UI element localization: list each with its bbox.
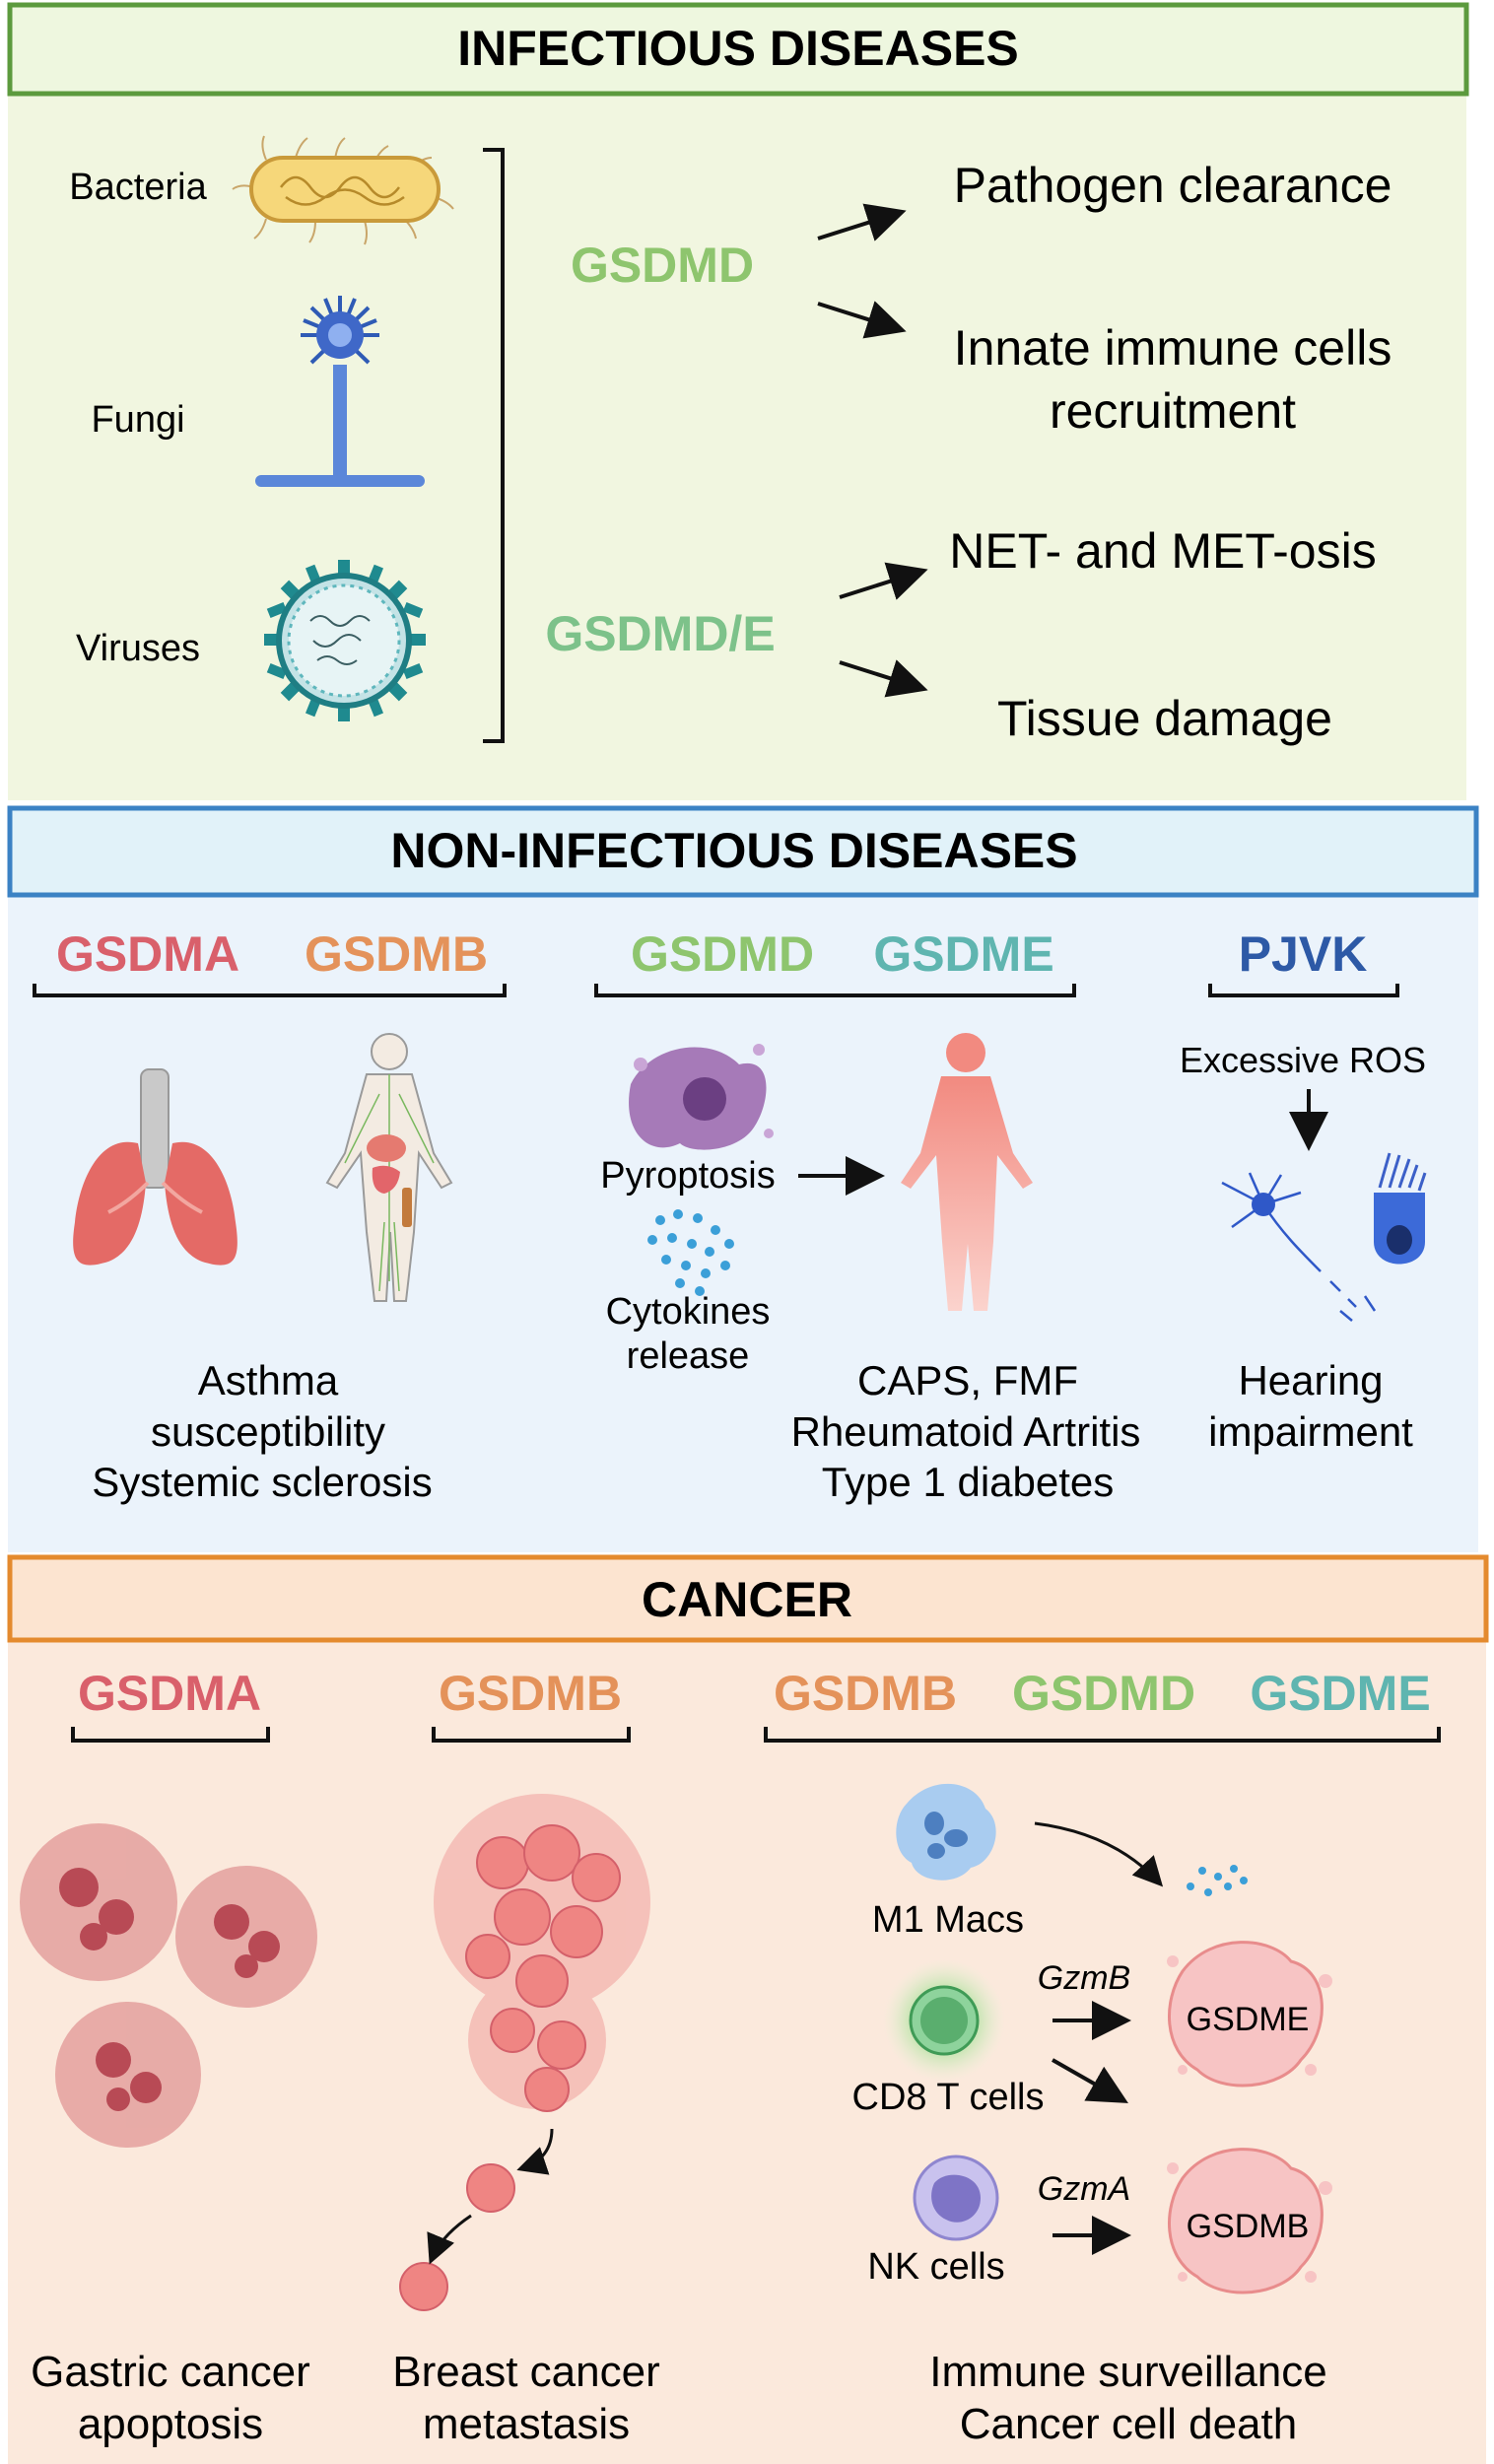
ni-left-line1: Asthma [198, 1357, 339, 1403]
cancer-col1-bracket [71, 1727, 270, 1743]
ni-middle-line1: CAPS, FMF [857, 1357, 1078, 1403]
neuron-icon [1221, 1172, 1377, 1322]
cytokines-line1: Cytokines [606, 1291, 771, 1333]
gzma-label: GzmA [1038, 2170, 1130, 2208]
ni-pjvk: PJVK [1239, 926, 1368, 982]
human-body-icon [901, 1033, 1033, 1311]
ni-left-line3: Systemic sclerosis [92, 1459, 432, 1505]
cancer-gsdma: GSDMA [78, 1666, 261, 1721]
fungi-label: Fungi [91, 399, 184, 441]
gsdmd-label: GSDMD [571, 238, 754, 293]
bacteria-label: Bacteria [69, 167, 207, 208]
pyroptosis-label: Pyroptosis [600, 1155, 775, 1197]
ni-middle-line3: Type 1 diabetes [822, 1459, 1115, 1505]
viruses-label: Viruses [76, 628, 200, 669]
hair-cell-icon [1374, 1152, 1427, 1265]
ni-gsdmd: GSDMD [631, 926, 814, 982]
cancer-col2-line1: Breast cancer [392, 2348, 659, 2396]
arrow-to-recruitment [817, 301, 907, 339]
gsdmde-label: GSDMD/E [545, 606, 775, 661]
ni-right-line2: impairment [1208, 1408, 1413, 1455]
arrow-to-netosis [839, 562, 928, 600]
m1-macs-label: M1 Macs [872, 1899, 1024, 1941]
net-met-osis: NET- and MET-osis [949, 523, 1376, 579]
infectious-panel [8, 91, 1466, 800]
cancer-col2-bracket [432, 1727, 631, 1743]
pyroptotic-cell-icon [629, 1044, 774, 1150]
ni-middle-line2: Rheumatoid Artritis [791, 1408, 1141, 1455]
ni-right-line1: Hearing [1238, 1357, 1383, 1403]
non-infectious-title: NON-INFECTIOUS DISEASES [390, 823, 1077, 878]
ni-left-line2: susceptibility [151, 1408, 385, 1455]
tissue-damage: Tissue damage [997, 691, 1332, 746]
pathogen-clearance: Pathogen clearance [954, 158, 1392, 213]
arrow-macs [1034, 1821, 1164, 1887]
gastric-cancer-icon [20, 1823, 317, 2148]
non-infectious-header [7, 805, 1479, 898]
target-gsdmb-label: GSDMB [1187, 2208, 1310, 2245]
excessive-ros: Excessive ROS [1180, 1040, 1426, 1080]
innate-recruitment-line2: recruitment [1050, 383, 1296, 439]
ni-gsdme: GSDME [873, 926, 1053, 982]
cancer-col3-gsdme: GSDME [1250, 1666, 1430, 1721]
cancer-title: CANCER [642, 1572, 852, 1627]
cancer-col1-line1: Gastric cancer [31, 2348, 310, 2396]
virus-icon [264, 560, 426, 721]
non-infectious-panel [8, 892, 1478, 1552]
cancer-col3-line2: Cancer cell death [960, 2400, 1297, 2448]
ni-middle-bracket [594, 984, 1076, 997]
arrow-cd8-lower [1052, 2058, 1128, 2103]
nk-cell-icon [913, 2155, 999, 2241]
cytokines-icon [647, 1209, 734, 1296]
cancer-col3-gsdmb: GSDMB [774, 1666, 957, 1721]
innate-recruitment-line1: Innate immune cells [954, 320, 1392, 376]
cancer-header [7, 1554, 1489, 1643]
pathogen-bracket [483, 148, 505, 743]
cancer-col3-line1: Immune surveillance [929, 2348, 1327, 2396]
macs-cytokines-icon [1187, 1865, 1248, 1896]
arrow-to-tissue-damage [839, 659, 928, 698]
human-organs-icon [325, 1033, 453, 1302]
cancer-gsdmb: GSDMB [439, 1666, 622, 1721]
ni-left-bracket [33, 984, 507, 997]
bacteria-icon [232, 135, 454, 245]
ni-gsdmb: GSDMB [305, 926, 488, 982]
target-gsdme-label: GSDME [1187, 2001, 1310, 2038]
cd8-label: CD8 T cells [852, 2077, 1045, 2118]
lungs-icon [73, 1068, 238, 1266]
nk-label: NK cells [867, 2246, 1004, 2288]
ni-right-bracket [1208, 984, 1399, 997]
arrow-to-clearance [817, 203, 907, 241]
target-cell-gsdme-icon [1167, 1941, 1332, 2088]
breast-cancer-icon [399, 1794, 650, 2311]
cytokines-line2: release [627, 1335, 750, 1377]
cd8-t-cell-icon [883, 1959, 1005, 2082]
fungi-icon [255, 296, 425, 487]
cancer-col3-gsdmd: GSDMD [1012, 1666, 1195, 1721]
ni-gsdma: GSDMA [56, 926, 239, 982]
cancer-col1-line2: apoptosis [78, 2400, 263, 2448]
cancer-col3-bracket [764, 1727, 1441, 1743]
macrophage-icon [896, 1783, 996, 1881]
cancer-col2-line2: metastasis [423, 2400, 630, 2448]
infectious-header [7, 2, 1469, 97]
infectious-title: INFECTIOUS DISEASES [457, 21, 1019, 76]
target-cell-gsdmb-icon [1167, 2148, 1332, 2294]
gzmb-label: GzmB [1038, 1959, 1130, 1997]
